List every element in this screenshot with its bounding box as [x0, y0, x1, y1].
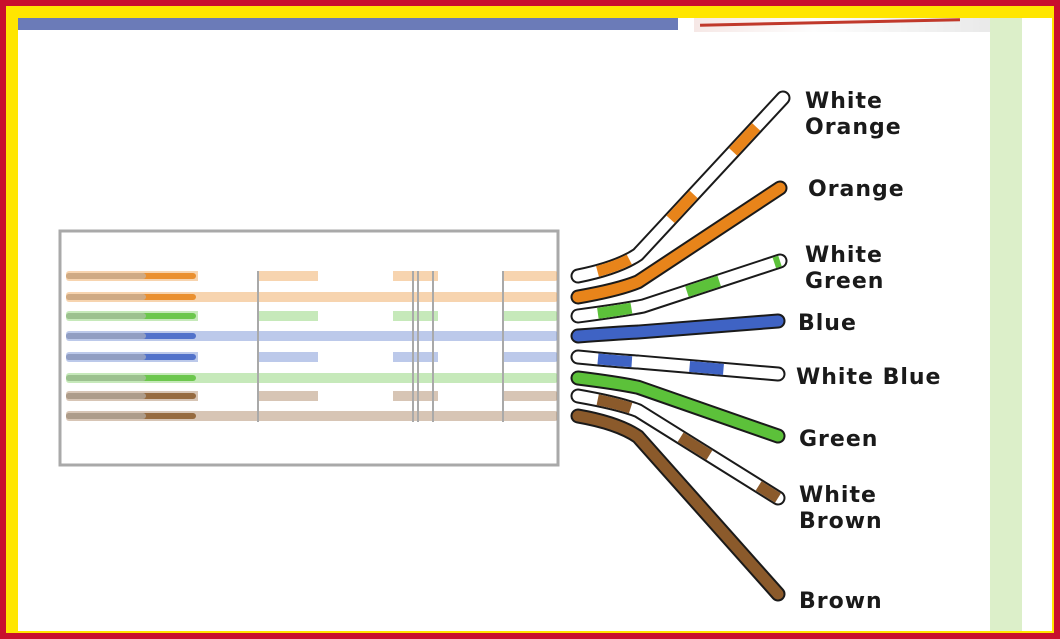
top-bar — [18, 18, 678, 30]
label-white-blue: White Blue — [796, 365, 941, 390]
connector — [58, 229, 560, 467]
label-line: Brown — [799, 589, 883, 614]
label-blue: Blue — [798, 311, 857, 336]
wire-orange — [570, 180, 788, 305]
corner-image-fragment — [694, 18, 994, 32]
connector-body — [58, 229, 560, 467]
wire-fan — [570, 90, 791, 602]
label-line: Green — [799, 427, 878, 452]
wire-white-orange — [570, 90, 791, 284]
label-brown: Brown — [799, 589, 883, 614]
connector-wire-white-blue — [66, 352, 558, 362]
connector-wire-blue — [66, 331, 558, 341]
side-panel — [990, 18, 1022, 631]
label-orange: Orange — [808, 177, 905, 202]
label-line: Brown — [799, 509, 883, 534]
label-line: Orange — [808, 177, 905, 202]
label-green: Green — [799, 427, 878, 452]
wire-white-green — [570, 253, 788, 324]
connector-wire-white-orange — [66, 271, 558, 281]
label-line: White Blue — [796, 365, 941, 390]
connector-wire-green — [66, 373, 558, 383]
label-line: White — [805, 243, 883, 268]
connector-wire-orange — [66, 292, 558, 302]
connector-wire-white-brown — [66, 391, 558, 401]
wire-brown — [570, 408, 786, 602]
wire-green — [570, 370, 786, 444]
connector-wire-white-green — [66, 311, 558, 321]
label-line: Blue — [798, 311, 857, 336]
wire-blue — [570, 313, 786, 344]
connector-wire-brown — [66, 411, 558, 421]
wire-white-blue — [570, 349, 786, 382]
label-line: White — [799, 483, 877, 508]
wire-white-brown — [570, 388, 786, 506]
label-line: Orange — [805, 115, 902, 140]
label-line: White — [805, 89, 883, 114]
label-line: Green — [805, 269, 884, 294]
